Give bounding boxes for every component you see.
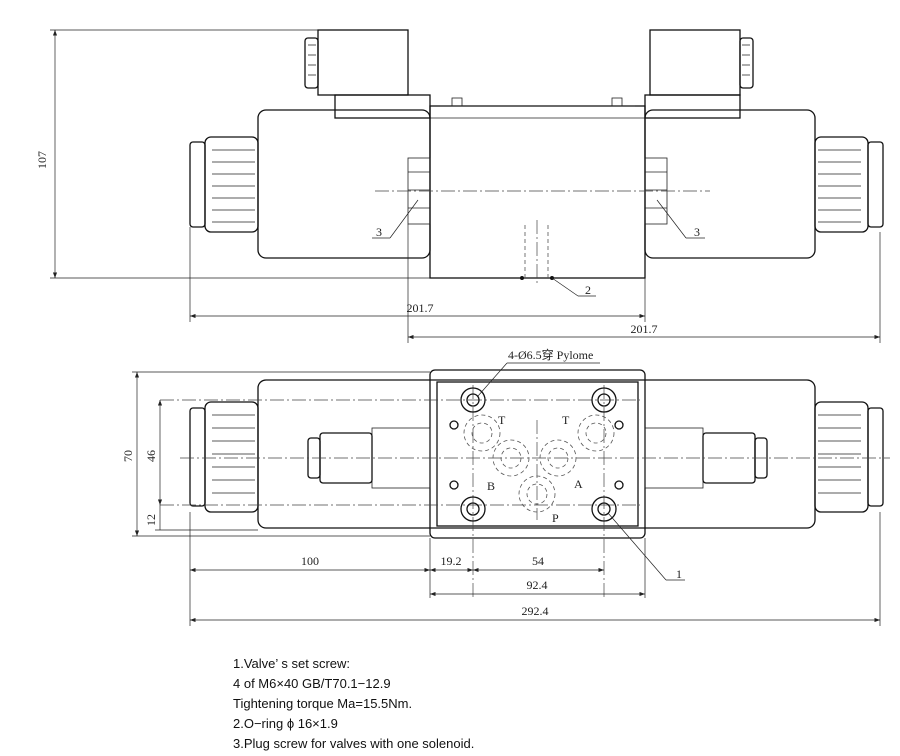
right-solenoid <box>644 109 816 259</box>
dim-201-7-left: 201.7 <box>407 301 434 315</box>
dim-19-2: 19.2 <box>441 554 462 568</box>
dim-54: 54 <box>532 554 544 568</box>
callout-3-left: 3 <box>376 225 382 239</box>
right-connector <box>644 29 754 119</box>
left-cap-bottom <box>189 401 259 513</box>
notes: 1.Valve’ s set screw: 4 of M6×40 GB/T70.… <box>233 654 474 754</box>
port-b: B <box>487 479 495 493</box>
dim-100: 100 <box>301 554 319 568</box>
dim-201-7-right: 201.7 <box>631 322 658 336</box>
callout-2: 2 <box>585 283 591 297</box>
right-cap-bottom <box>814 401 884 513</box>
dim-92-4: 92.4 <box>527 578 548 592</box>
bottom-view: T T B A P 4-Ø6.5穿 Pylome 1 70 46 12 100 … <box>121 347 890 626</box>
right-manual-override-cap <box>814 136 884 233</box>
dim-70: 70 <box>121 450 135 462</box>
top-view: 2 3 3 107 201.7 201.7 <box>35 29 884 343</box>
dim-46: 46 <box>144 450 158 462</box>
note-line: 4 of M6×40 GB/T70.1−12.9 <box>233 676 391 691</box>
left-solenoid <box>257 109 431 259</box>
note-line: Tightening torque Ma=15.5Nm. <box>233 696 413 711</box>
dim-107: 107 <box>35 151 49 169</box>
callout-holes: 4-Ø6.5穿 Pylome <box>508 347 593 362</box>
note-line: 1.Valve’ s set screw: <box>233 656 351 671</box>
left-connector <box>304 29 431 119</box>
callout-1: 1 <box>676 567 682 581</box>
note-line: 3.Plug screw for valves with one solenoi… <box>233 736 475 751</box>
dim-292-4: 292.4 <box>522 604 549 618</box>
port-a: A <box>574 477 583 491</box>
dim-12: 12 <box>144 514 158 526</box>
port-p: P <box>552 511 559 525</box>
port-t-left: T <box>498 413 506 427</box>
ports <box>463 414 615 513</box>
callout-3-right: 3 <box>694 225 700 239</box>
left-manual-override-cap <box>189 136 259 233</box>
valve-body <box>429 105 646 279</box>
bolt-holes <box>449 387 624 522</box>
note-line: 2.O−ring ϕ 16×1.9 <box>233 716 338 731</box>
port-t-right: T <box>562 413 570 427</box>
